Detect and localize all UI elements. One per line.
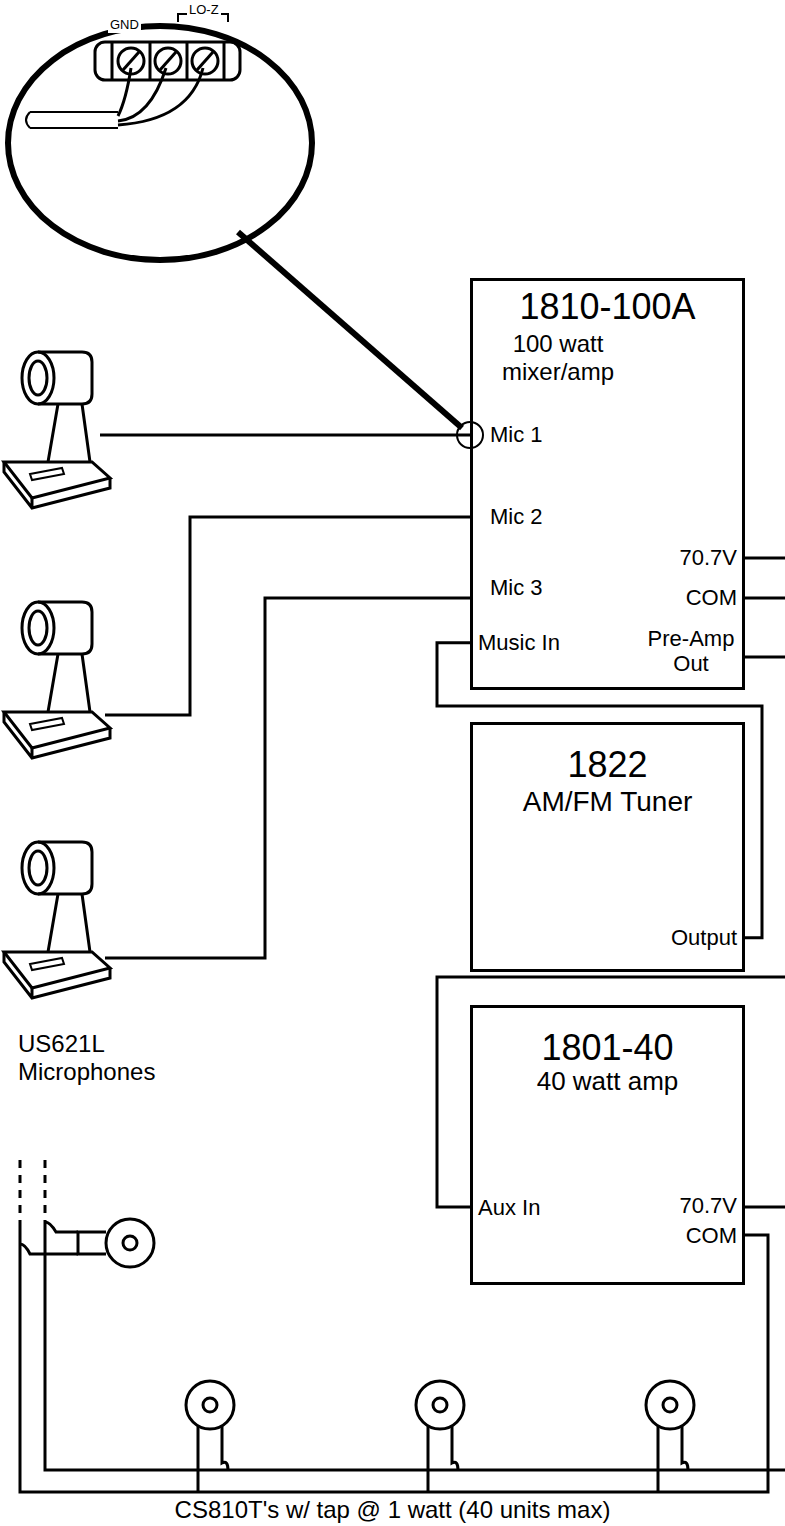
terminal-label: GND (108, 18, 141, 33)
port-label: COM (686, 1223, 737, 1248)
bus-continuation (20, 1160, 45, 1222)
leader-line (238, 232, 462, 428)
mic-cable (105, 517, 470, 715)
terminal-label: LO-Z (187, 3, 221, 18)
terminal-divider (223, 42, 226, 80)
model-number: 1801-40 (473, 1027, 742, 1068)
terminal-divider (111, 42, 114, 80)
signal-cable (437, 643, 762, 938)
signal-wire (118, 68, 166, 121)
cable-sheath (26, 112, 118, 128)
port-label: Pre-Amp Out (645, 626, 737, 677)
speakers (20, 1219, 694, 1492)
equipment-box: 1801-4040 watt ampAux In 70.7V COM (470, 1005, 745, 1285)
terminal-divider (149, 42, 152, 80)
model-description: AM/FM Tuner (473, 786, 742, 818)
model-number: 1810-100A (473, 286, 742, 327)
speaker-symbol (20, 1219, 154, 1267)
model-description: 40 watt amp (473, 1067, 742, 1097)
signal-wire (118, 68, 203, 125)
port-label: Mic 1 (490, 422, 543, 447)
speaker-line-wire (745, 1206, 785, 1209)
speaker-symbol (646, 1381, 694, 1492)
microphone-symbol (4, 352, 110, 508)
mic-cable (100, 434, 470, 437)
model-number: 1822 (473, 744, 742, 785)
part-label: US621L Microphones (18, 1030, 208, 1085)
port-label: COM (686, 585, 737, 610)
model-description: 100 watt mixer/amp (473, 330, 643, 385)
terminal-strip (95, 42, 240, 80)
mic-cable (105, 598, 470, 958)
speaker-symbol (416, 1381, 464, 1492)
microphone-symbol (4, 842, 110, 998)
microphone-symbol (4, 602, 110, 758)
ground-wire (118, 68, 131, 116)
terminal-divider (186, 42, 189, 80)
port-label: Mic 2 (490, 504, 543, 529)
callout-circle (8, 26, 312, 260)
equipment-box: 1810-100A100 watt mixer/ampMic 1 Mic 2 Mic… (470, 278, 745, 690)
part-label: CS810T's w/ tap @ 1 watt (40 units max) (0, 1496, 785, 1524)
speaker-symbol (186, 1381, 234, 1492)
port-label: Aux In (478, 1195, 540, 1220)
equipment-box: 1822AM/FM TunerOutput (470, 722, 745, 972)
port-label: Music In (478, 630, 560, 655)
common-bus (20, 1222, 768, 1492)
output-wires (745, 558, 785, 657)
port-label: Mic 3 (490, 575, 543, 600)
microphones (4, 352, 110, 998)
port-label: 70.7V (680, 545, 738, 570)
aux-input-wire (437, 977, 785, 1207)
port-label: Output (671, 925, 737, 950)
port-label: 70.7V (680, 1193, 738, 1218)
signal-bus (45, 1222, 785, 1470)
